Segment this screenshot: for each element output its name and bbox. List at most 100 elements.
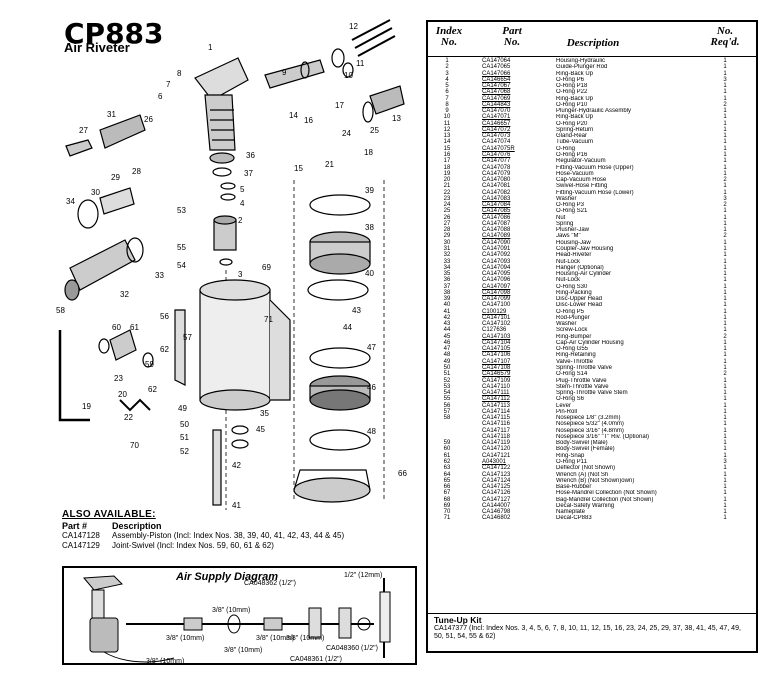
row-part-number: CA147116: [482, 421, 510, 428]
row-part-number: CA147070: [482, 108, 511, 115]
row-part-number: CA147118: [482, 433, 510, 440]
row-part-number: CA147110: [482, 383, 510, 390]
svg-text:19: 19: [82, 402, 91, 411]
row-quantity: 1: [723, 484, 727, 491]
row-quantity: 1: [723, 440, 727, 447]
row-description: Cap-Vacuum Hose: [556, 177, 607, 184]
svg-text:41: 41: [232, 501, 241, 510]
th-qty: No.Req'd.: [710, 25, 740, 48]
row-description: Guide-Plunger Rod: [556, 64, 608, 71]
row-description: Cap-Air Cylinder Housing: [556, 339, 624, 346]
row-quantity: 1: [723, 509, 727, 516]
row-index: 40: [443, 302, 451, 309]
row-part-number: CA147067: [482, 83, 511, 90]
row-part-number: CA147078: [482, 164, 511, 171]
row-part-number: CA147068: [482, 89, 511, 96]
row-index: 34: [443, 264, 451, 271]
row-description: Body-Swivel (Male): [556, 440, 608, 447]
row-part-number: CA147084: [482, 202, 511, 209]
row-index: 54: [443, 390, 451, 397]
row-index: 60: [443, 446, 451, 453]
row-index: 35: [443, 271, 451, 278]
row-quantity: 1: [723, 289, 727, 296]
row-quantity: 1: [723, 114, 727, 121]
row-quantity: 1: [723, 352, 727, 359]
row-index: 16: [443, 151, 451, 158]
row-part-number: CA147113: [482, 402, 510, 409]
row-index: 46: [443, 339, 451, 346]
row-description: Nut-Lock: [556, 277, 581, 284]
row-index: 25: [443, 208, 451, 215]
row-quantity: 1: [723, 308, 727, 315]
svg-text:36: 36: [246, 151, 255, 160]
row-quantity: 1: [723, 321, 727, 328]
row-part-number: CA147083: [482, 195, 511, 202]
row-description: Washer: [556, 321, 577, 328]
svg-text:58: 58: [56, 306, 65, 315]
svg-text:35: 35: [260, 409, 269, 418]
row-part-number: CA144007: [482, 502, 511, 509]
row-index: 27: [443, 220, 451, 227]
air-label-p6: 3/8" (10mm): [256, 635, 294, 642]
row-index: 48: [443, 352, 451, 359]
svg-text:62: 62: [160, 345, 169, 354]
row-description: Stem-Throttle Valve: [556, 383, 609, 390]
row-part-number: CA147124: [482, 477, 511, 484]
row-description: Fitting-Vacuum Hose (Lower): [556, 189, 634, 196]
row-description: Fitting-Vacuum Hose (Upper): [556, 164, 634, 171]
row-description: Nut-Lock: [556, 258, 581, 265]
row-quantity: 1: [723, 490, 727, 497]
row-description: O-Ring P5: [556, 308, 585, 315]
row-index: 11: [443, 120, 451, 127]
row-quantity: 1: [723, 133, 727, 140]
row-part-number: CA147086: [482, 214, 511, 221]
row-index: 59: [443, 440, 451, 447]
svg-text:17: 17: [335, 101, 344, 110]
svg-text:53: 53: [177, 206, 186, 215]
row-quantity: 1: [723, 296, 727, 303]
row-part-number: CA147072: [482, 126, 511, 133]
also-item: CA147129 Joint-Swivel (Incl: Index Nos. …: [62, 541, 372, 551]
row-index: 12: [443, 126, 451, 133]
svg-text:10: 10: [344, 71, 353, 80]
row-index: 6: [445, 89, 449, 96]
row-part-number: CA147076: [482, 151, 511, 158]
air-label-p5: 3/8" (10mm): [224, 647, 262, 654]
row-quantity: 1: [723, 271, 727, 278]
svg-text:28: 28: [132, 167, 141, 176]
air-label-p9: CA048360 (1/2"): [326, 645, 378, 652]
row-quantity: 1: [723, 415, 727, 422]
row-quantity: 2: [723, 177, 727, 184]
row-quantity: 1: [723, 151, 727, 158]
row-index: 64: [443, 471, 451, 478]
row-index: 49: [443, 358, 451, 365]
row-part-number: CA144843: [482, 101, 511, 108]
row-index: 19: [443, 170, 451, 177]
row-part-number: CA147087: [482, 220, 511, 227]
svg-text:15: 15: [294, 164, 303, 173]
row-description: O-Ring P6: [556, 76, 585, 83]
